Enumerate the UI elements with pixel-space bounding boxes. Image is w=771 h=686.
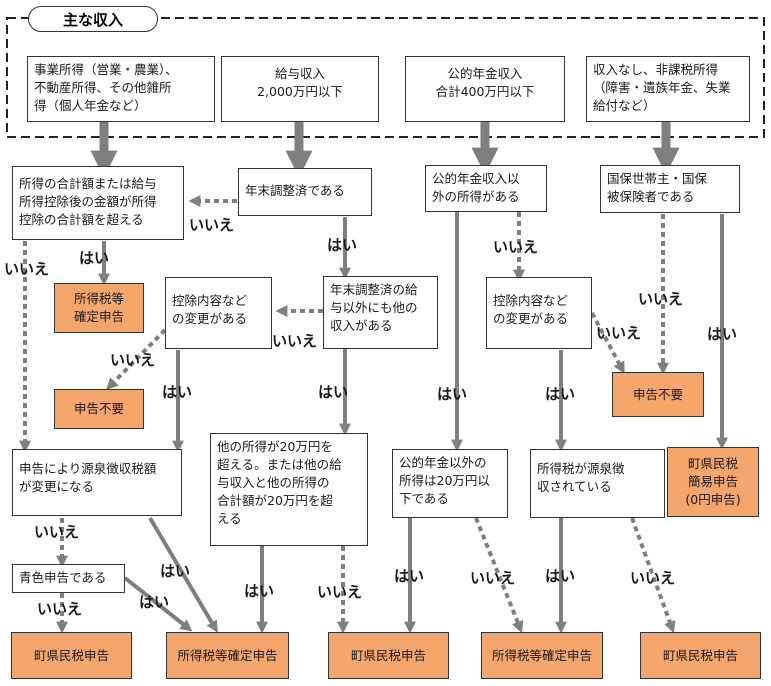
label-yes: はい <box>139 593 170 611</box>
label-no: いいえ <box>470 569 516 587</box>
label-no: いいえ <box>110 351 156 369</box>
label-yes: はい <box>545 385 576 403</box>
result-bottom-5: 町県民税申告 <box>640 632 761 679</box>
q-deduction-a-box: 控除内容など の変更がある <box>165 277 272 349</box>
q-kokuho-box: 国保世帯主・国保 被保険者である <box>600 165 740 213</box>
label-yes: はい <box>545 567 576 585</box>
income-group-frame <box>6 17 765 138</box>
income-none-box: 収入なし、非課税所得 （障害・遺族年金、失業 給付など） <box>586 56 750 122</box>
label-no: いいえ <box>317 583 363 601</box>
label-yes: はい <box>707 325 738 343</box>
result-kakutei-top: 所得税等 確定申告 <box>54 283 144 333</box>
result-bottom-3: 町県民税申告 <box>328 632 449 679</box>
main-income-title: 主な収入 <box>28 6 158 32</box>
result-kani: 町県民税 簡易申告 (0円申告) <box>667 447 759 517</box>
label-no: いいえ <box>34 523 80 541</box>
income-pension-box: 公的年金収入 合計400万円以下 <box>405 56 565 122</box>
label-yes: はい <box>437 385 468 403</box>
result-bottom-2: 所得税等確定申告 <box>166 632 289 679</box>
q-deduction-b-box: 控除内容など の変更がある <box>486 277 592 349</box>
q-20man-box: 他の所得が20万円を 超える。または他の給 与収入と他の所得の 合計額が20万円… <box>210 433 368 546</box>
q-withholding-box: 申告により源泉徴収税額 が変更になる <box>12 449 182 516</box>
label-no: いいえ <box>638 290 684 308</box>
result-fuyo-b: 申告不要 <box>612 372 704 417</box>
q-year-end-box: 年末調整済である <box>238 168 372 216</box>
label-no: いいえ <box>4 260 50 278</box>
label-yes: はい <box>244 582 275 600</box>
q-withheld-box: 所得税が源泉徴 収されている <box>530 449 665 518</box>
arrow-withheld-no <box>630 517 676 634</box>
label-yes: はい <box>160 562 191 580</box>
arrow-deductA-no <box>106 328 167 390</box>
q-other-income-box: 公的年金収入以 外の所得がある <box>425 165 547 212</box>
label-yes: はい <box>394 567 425 585</box>
arrow-pension20-no <box>474 517 524 634</box>
result-bottom-1: 町県民税申告 <box>11 632 132 679</box>
label-no: いいえ <box>596 324 642 342</box>
q-other-salary-box: 年末調整済の給 与以外にも他の 収入がある <box>323 276 438 349</box>
income-business-box: 事業所得（営業・農業）、 不動産所得、その他雑所 得（個人年金など） <box>27 56 215 122</box>
label-no: いいえ <box>493 238 539 256</box>
income-salary-box: 給与収入 2,000万円以下 <box>221 56 379 122</box>
arrow-withholding-yes <box>148 516 218 633</box>
label-no: いいえ <box>630 569 676 587</box>
q-total-income-box: 所得の合計額または給与 所得控除後の金額が所得 控除の合計額を超える <box>12 166 184 240</box>
label-yes: はい <box>318 383 349 401</box>
arrow-deductB-no <box>590 312 625 374</box>
label-yes: はい <box>327 236 358 254</box>
label-no: いいえ <box>189 216 235 234</box>
result-fuyo-a: 申告不要 <box>54 389 144 429</box>
q-blue-box: 青色申告である <box>12 564 125 593</box>
label-no: いいえ <box>272 332 318 350</box>
label-yes: はい <box>79 249 110 267</box>
label-yes: はい <box>162 383 193 401</box>
label-no: いいえ <box>37 600 83 618</box>
arrow-blue-yes <box>123 576 193 632</box>
result-bottom-4: 所得税等確定申告 <box>481 632 603 679</box>
q-pension-other-20-box: 公的年金以外の 所得は20万円以 下である <box>392 449 508 518</box>
